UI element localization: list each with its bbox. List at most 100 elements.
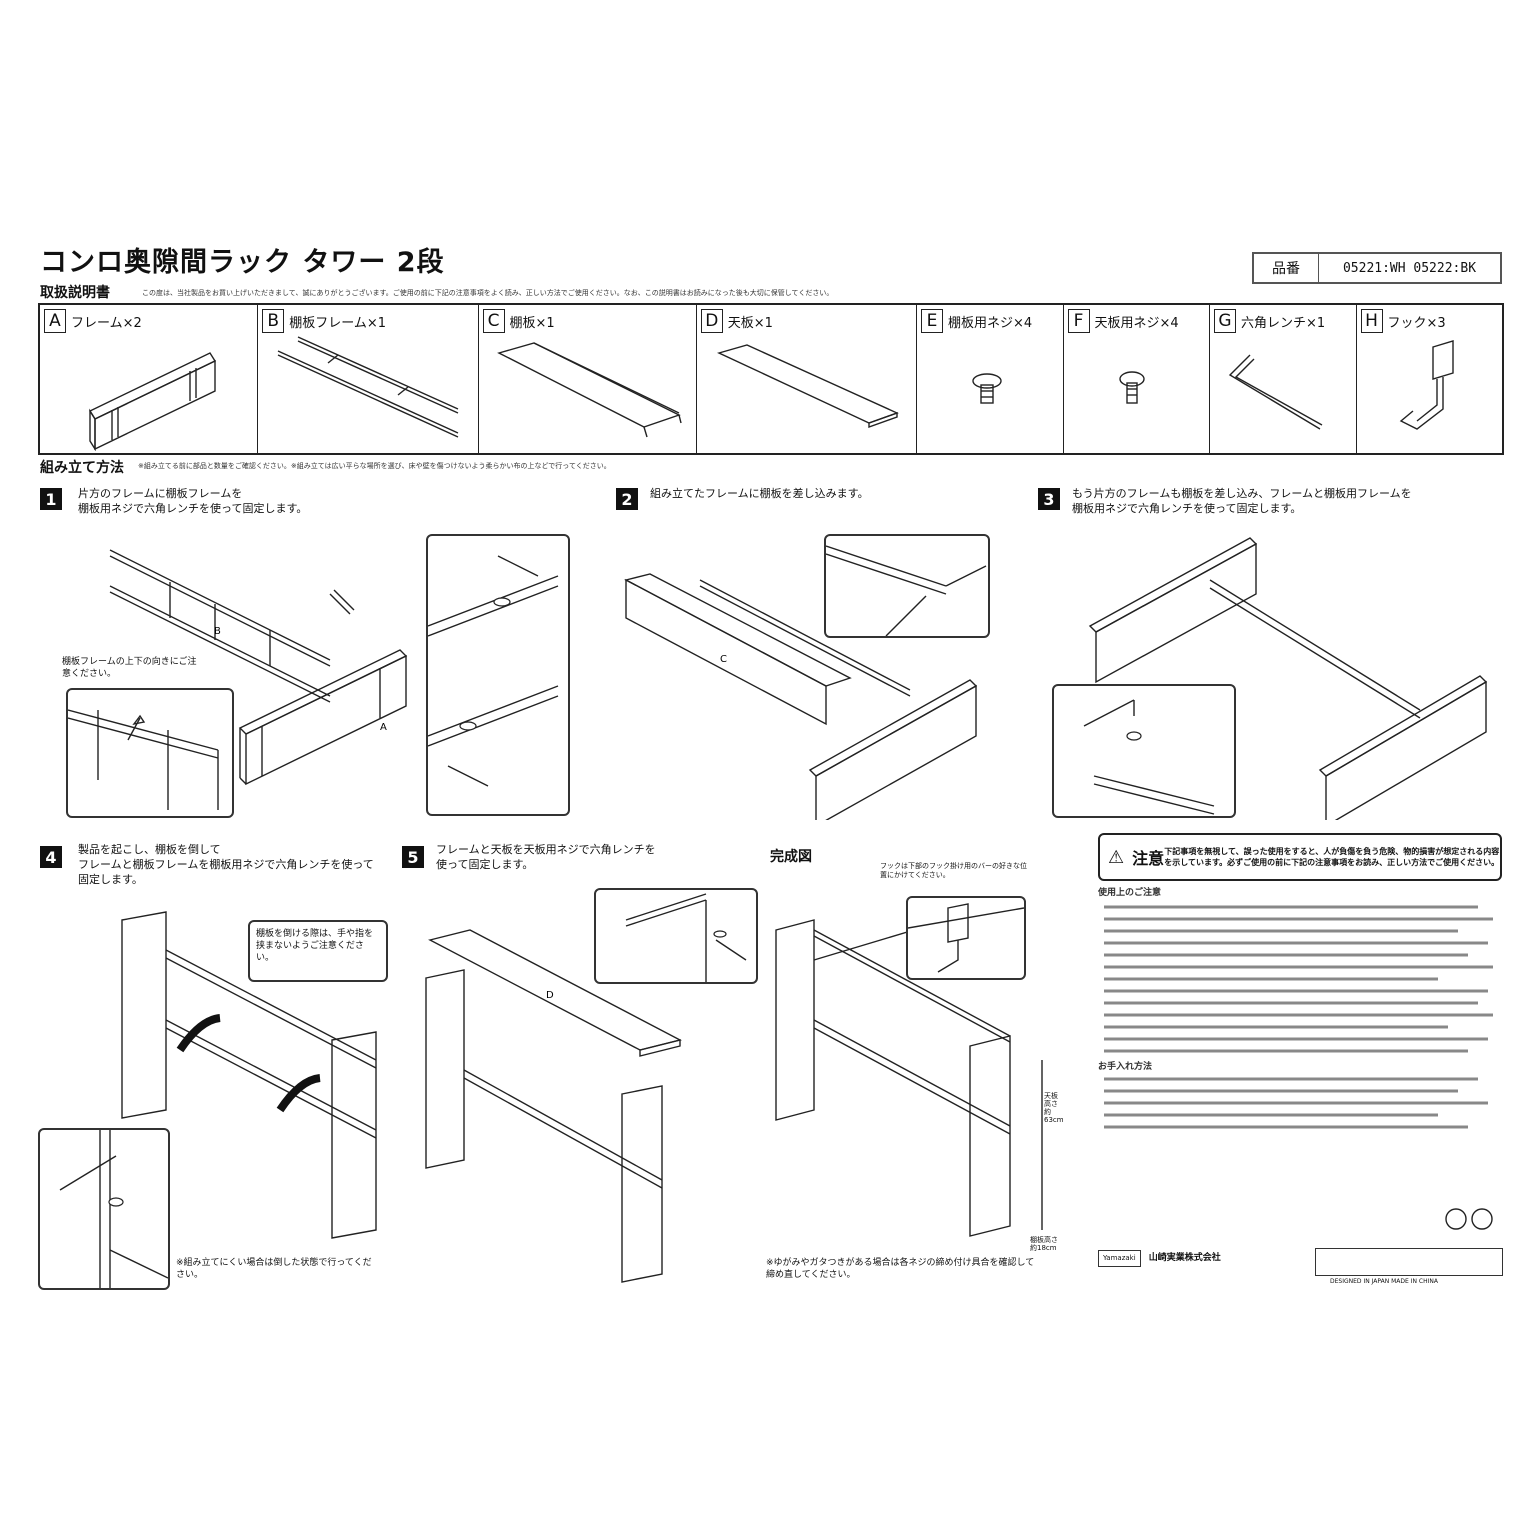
- zoom-drawing: [59, 1130, 169, 1288]
- caution-text: 下記事項を無視して、誤った使用をすると、人が負傷を負う危険、物的損害が想定される…: [1164, 847, 1500, 867]
- usage-title: 使用上のご注意: [1098, 888, 1162, 898]
- step-2-zoom-inset: [824, 534, 990, 638]
- step-4-diagram: [121, 911, 377, 1239]
- company-logo: Yamazaki: [1098, 1250, 1141, 1267]
- part-g: G 六角レンチ×1: [1210, 305, 1357, 453]
- step-4-zoom-inset: [38, 1128, 170, 1290]
- step-5-zoom-inset: [594, 888, 758, 984]
- part-name: 棚板用ネジ×4: [948, 315, 1033, 331]
- usage-notes: 使用上のご注意 お手入れ方法: [1098, 888, 1498, 1156]
- step-text-line: 片方のフレームに棚板フレームを: [78, 487, 243, 500]
- part-letter: F: [1067, 309, 1090, 333]
- part-letter: H: [1360, 309, 1383, 333]
- step-4-callout: 棚板を倒ける際は、手や指を挟まないようご注意ください。: [256, 929, 374, 963]
- zoom-drawing: [625, 893, 747, 982]
- dimension-shelf: 棚板高さ 約18cm: [1030, 1236, 1058, 1252]
- step-text-line: 棚板用ネジで六角レンチを使って固定します。: [78, 502, 308, 515]
- page-title: コンロ奥隙間ラック タワー 2段: [40, 247, 445, 278]
- step-3-zoom-inset: [1052, 684, 1236, 818]
- complete-footnote: ※ゆがみやガタつきがある場合は各ネジの締め付け具合を確認して締め直してください。: [766, 1258, 1035, 1280]
- step-text-line: 棚板用ネジで六角レンチを使って固定します。: [1072, 502, 1302, 515]
- part-letter: B: [262, 309, 285, 333]
- complete-label: 完成図: [770, 849, 812, 865]
- part-name: フック×3: [1387, 315, 1446, 331]
- screw-icon: [972, 373, 1002, 404]
- contact-box: [1315, 1248, 1503, 1276]
- step-4-text: 製品を起こし、棚板を倒して フレームと棚板フレームを棚板用ネジで六角レンチを使っ…: [78, 842, 378, 887]
- manual-label: 取扱説明書: [40, 285, 110, 301]
- part-c-marker: C: [720, 654, 727, 665]
- step-number: 2: [616, 488, 638, 510]
- step-5-text: フレームと天板を天板用ネジで六角レンチを 使って固定します。: [436, 842, 716, 872]
- step-4-footnote: ※組み立てにくい場合は倒した状態で行ってください。: [176, 1258, 372, 1280]
- shelf-frame-icon: [277, 336, 459, 438]
- step-2-text: 組み立てたフレームに棚板を差し込みます。: [650, 487, 869, 500]
- step-text-line: もう片方のフレームも棚板を差し込み、フレームと棚板用フレームを: [1072, 487, 1412, 500]
- part-letter: D: [700, 309, 723, 333]
- zoom-drawing: [1083, 699, 1215, 815]
- screw-icon: [1118, 371, 1145, 404]
- step-text-line: 使って固定します。: [436, 858, 534, 871]
- warning-icon: ⚠: [1108, 846, 1125, 868]
- caution-box: ⚠ 注意 下記事項を無視して、誤った使用をすると、人が負傷を負う危険、物的損害が…: [1098, 833, 1502, 881]
- part-name: 六角レンチ×1: [1241, 315, 1326, 331]
- part-letter: E: [921, 309, 943, 333]
- step-3-diagram: [1088, 537, 1488, 820]
- step-text-line: フレームと棚板フレームを棚板用ネジで六角レンチを使って固定します。: [78, 858, 374, 886]
- step-number: 5: [402, 846, 424, 868]
- zoom-drawing: [825, 545, 987, 637]
- hook-icon: [907, 903, 1025, 973]
- part-d-marker: D: [546, 990, 554, 1001]
- detail-drawing: [67, 709, 219, 810]
- part-letter: C: [482, 309, 505, 333]
- step-number: 1: [40, 488, 62, 510]
- dimension-top: 天板高さ 約63cm: [1044, 1092, 1064, 1124]
- part-name: 天板用ネジ×4: [1094, 315, 1179, 331]
- part-b-marker: B: [214, 626, 221, 637]
- complete-diagram: [775, 919, 1043, 1237]
- hook-icon: [1399, 340, 1454, 430]
- part-letter: A: [44, 309, 66, 333]
- step-text-line: フレームと天板を天板用ネジで六角レンチを: [436, 843, 656, 856]
- step-text-line: 製品を起こし、棚板を倒して: [78, 843, 221, 856]
- part-a-marker: A: [380, 722, 387, 733]
- care-title: お手入れ方法: [1098, 1062, 1153, 1072]
- complete-hook-inset: [906, 896, 1026, 980]
- company-name: 山崎実業株式会社: [1148, 1253, 1221, 1263]
- caution-label: 注意: [1132, 849, 1165, 868]
- top-board-icon: [716, 344, 899, 428]
- usage-text-lines: [1104, 905, 1493, 1052]
- part-name: 天板×1: [727, 315, 773, 331]
- step-3-text: もう片方のフレームも棚板を差し込み、フレームと棚板用フレームを 棚板用ネジで六角…: [1072, 486, 1412, 516]
- assembly-note: ※組み立てる前に部品と数量をご確認ください。※組み立ては広い平らな場所を選び、床…: [138, 462, 611, 470]
- zoom-drawing: [427, 555, 559, 787]
- complete-note: フックは下部のフック掛け用のバーの好きな位置にかけてください。: [880, 862, 1027, 879]
- step-5-diagram: D: [425, 929, 682, 1283]
- part-letter: G: [1214, 309, 1236, 333]
- step-4-callout-box: 棚板を倒ける際は、手や指を挟まないようご注意ください。: [248, 920, 388, 982]
- hex-wrench-icon: [1228, 354, 1323, 430]
- part-name: 棚板フレーム×1: [289, 315, 387, 331]
- step-1-text: 片方のフレームに棚板フレームを 棚板用ネジで六角レンチを使って固定します。: [78, 486, 307, 516]
- step-number: 3: [1038, 488, 1060, 510]
- step-1-callout: 棚板フレームの上下の向きにご注意ください。: [62, 657, 197, 679]
- company-block: Yamazaki 山崎実業株式会社: [1098, 1250, 1308, 1284]
- step-2-diagram: C: [624, 573, 978, 820]
- shelf-board-icon: [496, 342, 682, 438]
- step-1-detail-inset: [66, 688, 234, 818]
- origin-text: DESIGNED IN JAPAN MADE IN CHINA: [1330, 1278, 1438, 1285]
- care-text-lines: [1104, 1077, 1488, 1128]
- part-e: E 棚板用ネジ×4: [917, 305, 1064, 453]
- step-number: 4: [40, 846, 62, 868]
- part-name: 棚板×1: [509, 315, 555, 331]
- assembly-label: 組み立て方法: [40, 460, 124, 476]
- step-1-diagram: B A: [109, 549, 408, 786]
- product-number-label: 品番: [1254, 254, 1319, 282]
- step-1-zoom-inset: [426, 534, 570, 816]
